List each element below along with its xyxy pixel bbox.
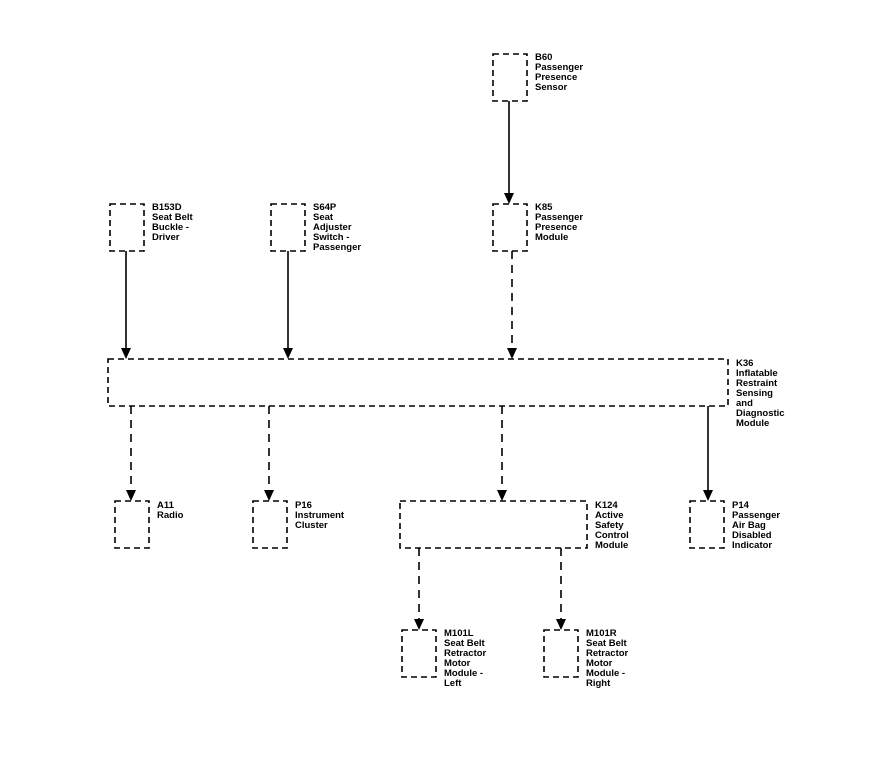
- component-label-s64p: S64P Seat Adjuster Switch - Passenger: [313, 202, 361, 253]
- arrowhead: [414, 619, 424, 630]
- component-box-k36: [107, 358, 729, 407]
- component-m101l: M101L Seat Belt Retractor Motor Module -…: [401, 628, 489, 689]
- arrowhead: [264, 490, 274, 501]
- component-box-m101l: [401, 629, 437, 678]
- arrowhead: [703, 490, 713, 501]
- component-k36: K36 Inflatable Restraint Sensing and Dia…: [107, 358, 787, 429]
- component-label-k85: K85 Passenger Presence Module: [535, 202, 586, 243]
- arrowhead: [497, 490, 507, 501]
- component-label-b153d: B153D Seat Belt Buckle - Driver: [152, 202, 195, 243]
- component-label-m101r: M101R Seat Belt Retractor Motor Module -…: [586, 628, 631, 689]
- component-m101r: M101R Seat Belt Retractor Motor Module -…: [543, 628, 631, 689]
- component-box-m101r: [543, 629, 579, 678]
- arrowhead: [556, 619, 566, 630]
- connection-k124-to-m101l: [414, 548, 424, 630]
- component-label-k36: K36 Inflatable Restraint Sensing and Dia…: [736, 358, 787, 429]
- component-box-p16: [252, 500, 288, 549]
- component-box-k85: [492, 203, 528, 252]
- connection-k85-to-k36: [507, 251, 517, 359]
- arrowhead: [283, 348, 293, 359]
- arrowhead: [126, 490, 136, 501]
- connection-b153d-to-k36: [121, 251, 131, 359]
- component-box-s64p: [270, 203, 306, 252]
- arrowhead: [507, 348, 517, 359]
- component-p16: P16 Instrument Cluster: [252, 500, 347, 549]
- component-p14: P14 Passenger Air Bag Disabled Indicator: [689, 500, 783, 551]
- component-label-m101l: M101L Seat Belt Retractor Motor Module -…: [444, 628, 489, 689]
- connection-k36-to-k124: [497, 406, 507, 501]
- component-box-b153d: [109, 203, 145, 252]
- connection-k36-to-a11: [126, 406, 136, 501]
- component-box-k124: [399, 500, 588, 549]
- connection-k124-to-m101r: [556, 548, 566, 630]
- connection-b60-to-k85: [504, 101, 514, 204]
- arrowhead: [121, 348, 131, 359]
- component-label-p16: P16 Instrument Cluster: [295, 500, 347, 531]
- component-label-k124: K124 Active Safety Control Module: [595, 500, 631, 551]
- component-a11: A11 Radio: [114, 500, 184, 549]
- component-label-b60: B60 Passenger Presence Sensor: [535, 52, 586, 93]
- component-box-b60: [492, 53, 528, 102]
- component-b60: B60 Passenger Presence Sensor: [492, 52, 586, 102]
- component-label-p14: P14 Passenger Air Bag Disabled Indicator: [732, 500, 783, 551]
- component-label-a11: A11 Radio: [157, 500, 184, 521]
- connection-k36-to-p14: [703, 406, 713, 501]
- component-box-p14: [689, 500, 725, 549]
- connection-s64p-to-k36: [283, 251, 293, 359]
- connection-k36-to-p16: [264, 406, 274, 501]
- component-b153d: B153D Seat Belt Buckle - Driver: [109, 202, 195, 252]
- component-box-a11: [114, 500, 150, 549]
- component-s64p: S64P Seat Adjuster Switch - Passenger: [270, 202, 361, 253]
- arrowhead: [504, 193, 514, 204]
- component-k124: K124 Active Safety Control Module: [399, 500, 631, 551]
- component-k85: K85 Passenger Presence Module: [492, 202, 586, 252]
